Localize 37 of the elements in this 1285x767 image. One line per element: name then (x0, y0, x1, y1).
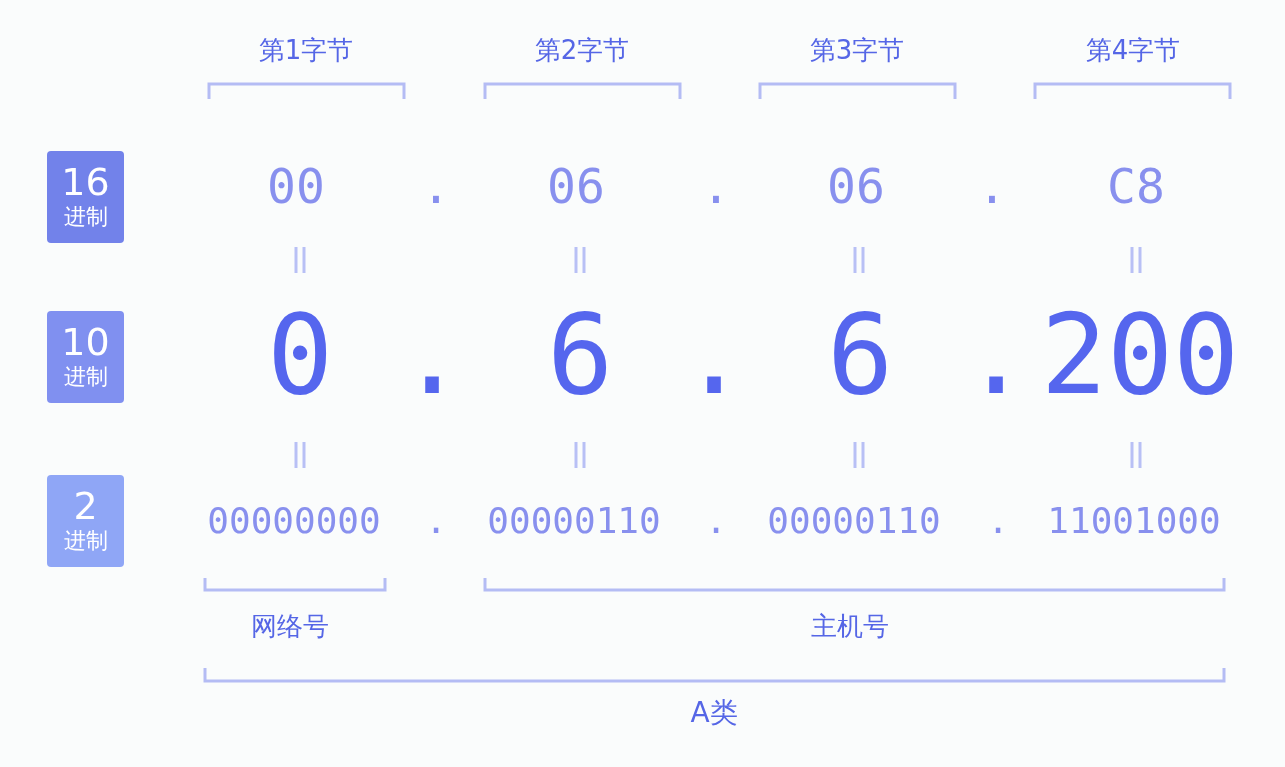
dot-separator: . (680, 300, 748, 410)
byte-heading: 第1字节 (258, 37, 354, 63)
part-label: 主机号 (811, 613, 889, 639)
dot-separator: . (987, 503, 1009, 539)
hex-value: C8 (1107, 162, 1165, 210)
dot-separator: . (705, 503, 727, 539)
dot-separator: . (398, 300, 466, 410)
hex-value: 06 (827, 162, 885, 210)
base-number: 16 (61, 163, 110, 201)
dot-separator: . (425, 503, 447, 539)
base-number: 10 (61, 323, 110, 361)
base-badge (47, 311, 124, 403)
binary-value: 00000110 (487, 503, 661, 539)
byte-heading: 第3字节 (809, 37, 905, 63)
base-badge (47, 151, 124, 243)
base-label: 进制 (63, 206, 108, 228)
base-label: 进制 (63, 366, 108, 388)
dot-separator: . (701, 162, 731, 210)
binary-value: 00000110 (767, 503, 941, 539)
byte-heading: 第4字节 (1085, 37, 1181, 63)
base-badge (47, 475, 124, 567)
part-label: 网络号 (251, 613, 329, 639)
dot-separator: . (962, 300, 1030, 410)
base-label: 进制 (63, 530, 108, 552)
dot-separator: . (977, 162, 1007, 210)
decimal-value: 6 (546, 300, 614, 410)
decimal-value: 0 (266, 300, 334, 410)
binary-value: 11001000 (1047, 503, 1221, 539)
binary-value: 00000000 (207, 503, 381, 539)
dot-separator: . (421, 162, 451, 210)
decimal-value: 6 (826, 300, 894, 410)
decimal-value: 200 (1040, 300, 1240, 410)
class-label: A类 (690, 699, 738, 727)
byte-heading: 第2字节 (534, 37, 630, 63)
base-number: 2 (73, 487, 98, 525)
hex-value: 00 (267, 162, 325, 210)
hex-value: 06 (547, 162, 605, 210)
